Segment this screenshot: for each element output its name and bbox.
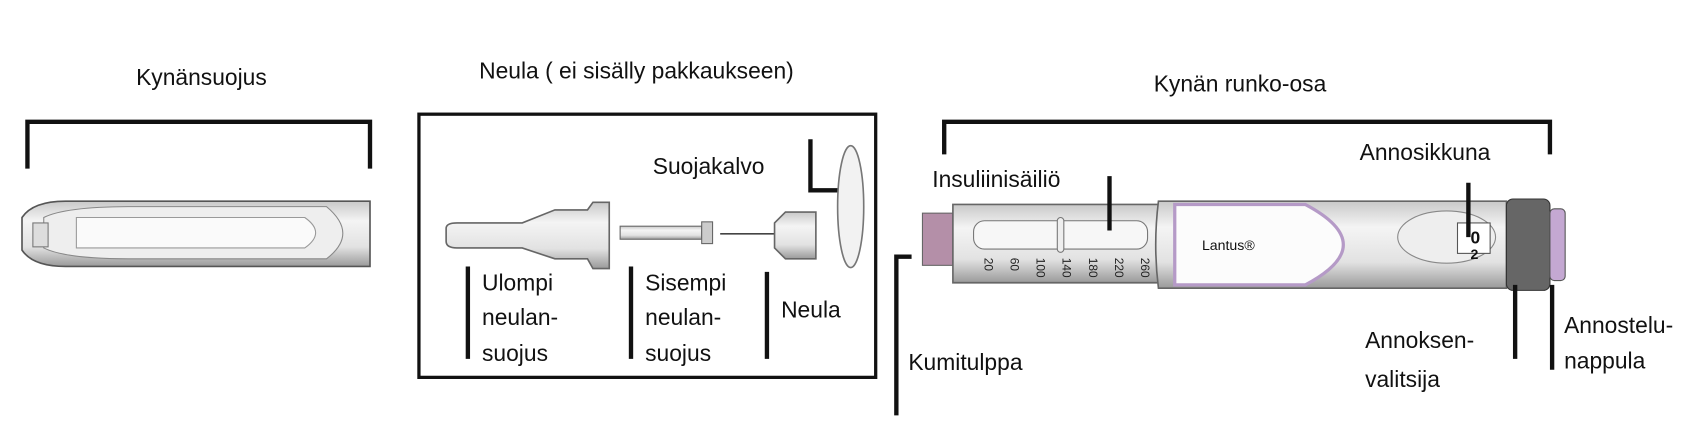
injection-button-label-1: Annostelu- bbox=[1564, 312, 1673, 338]
needle-box bbox=[417, 112, 878, 379]
dose-selector-label-1: Annoksen- bbox=[1365, 327, 1474, 353]
pen-body-title: Kynän runko-osa bbox=[1154, 70, 1327, 96]
pen-cap-title: Kynänsuojus bbox=[136, 64, 267, 90]
inner-cap-label-1: Sisempi bbox=[645, 269, 726, 295]
pen-body-section: Kynän runko-osa 20 60 100 140 180 220 26… bbox=[894, 70, 1673, 416]
dose-selector-label-2: valitsija bbox=[1365, 366, 1440, 392]
needle-label: Neula bbox=[781, 297, 841, 323]
outer-cap-label-1: Ulompi bbox=[482, 269, 553, 295]
rubber-seal-label: Kumitulppa bbox=[908, 349, 1023, 375]
needle-illustration bbox=[720, 211, 817, 260]
scale-tick: 20 bbox=[981, 258, 995, 272]
scale-tick: 180 bbox=[1086, 258, 1100, 278]
rubber-seal-pointer bbox=[894, 254, 912, 416]
protective-seal-illustration bbox=[836, 144, 865, 269]
pen-body-bracket bbox=[942, 119, 1553, 155]
outer-cap-label-2: neulan- bbox=[482, 304, 558, 330]
reservoir-label: Insuliinisäiliö bbox=[932, 166, 1060, 192]
inner-needle-cap-illustration bbox=[619, 225, 703, 240]
outer-needle-cap-illustration bbox=[445, 201, 611, 270]
scale-tick: 140 bbox=[1060, 258, 1074, 278]
pen-cap-illustration bbox=[21, 200, 371, 268]
injection-button-label-2: nappula bbox=[1564, 348, 1646, 374]
scale-tick: 60 bbox=[1008, 258, 1022, 272]
dose-window-label: Annosikkuna bbox=[1360, 139, 1491, 165]
needle-section: Neula ( ei sisälly pakkaukseen) Suojakal… bbox=[417, 57, 878, 379]
needle-title: Neula ( ei sisälly pakkaukseen) bbox=[479, 57, 794, 83]
pen-cap-bracket bbox=[25, 119, 373, 169]
inner-cap-end bbox=[701, 221, 714, 245]
scale-tick: 220 bbox=[1112, 258, 1126, 278]
inner-cap-label-3: suojus bbox=[645, 340, 711, 366]
seal-label: Suojakalvo bbox=[653, 153, 765, 179]
pen-body-illustration bbox=[921, 198, 1566, 291]
scale-tick: 260 bbox=[1138, 258, 1152, 278]
dose-window-digit: 0 bbox=[1471, 228, 1481, 248]
inner-cap-label-2: neulan- bbox=[645, 304, 721, 330]
reservoir-scale: 20 60 100 140 180 220 260 bbox=[981, 258, 1152, 278]
outer-cap-label-3: suojus bbox=[482, 340, 548, 366]
pen-cap-section: Kynänsuojus bbox=[21, 64, 373, 268]
dose-window-digit: 2 bbox=[1471, 246, 1479, 262]
brand-label: Lantus® bbox=[1202, 237, 1255, 253]
seal-pointer bbox=[808, 139, 838, 193]
scale-tick: 100 bbox=[1034, 258, 1048, 278]
